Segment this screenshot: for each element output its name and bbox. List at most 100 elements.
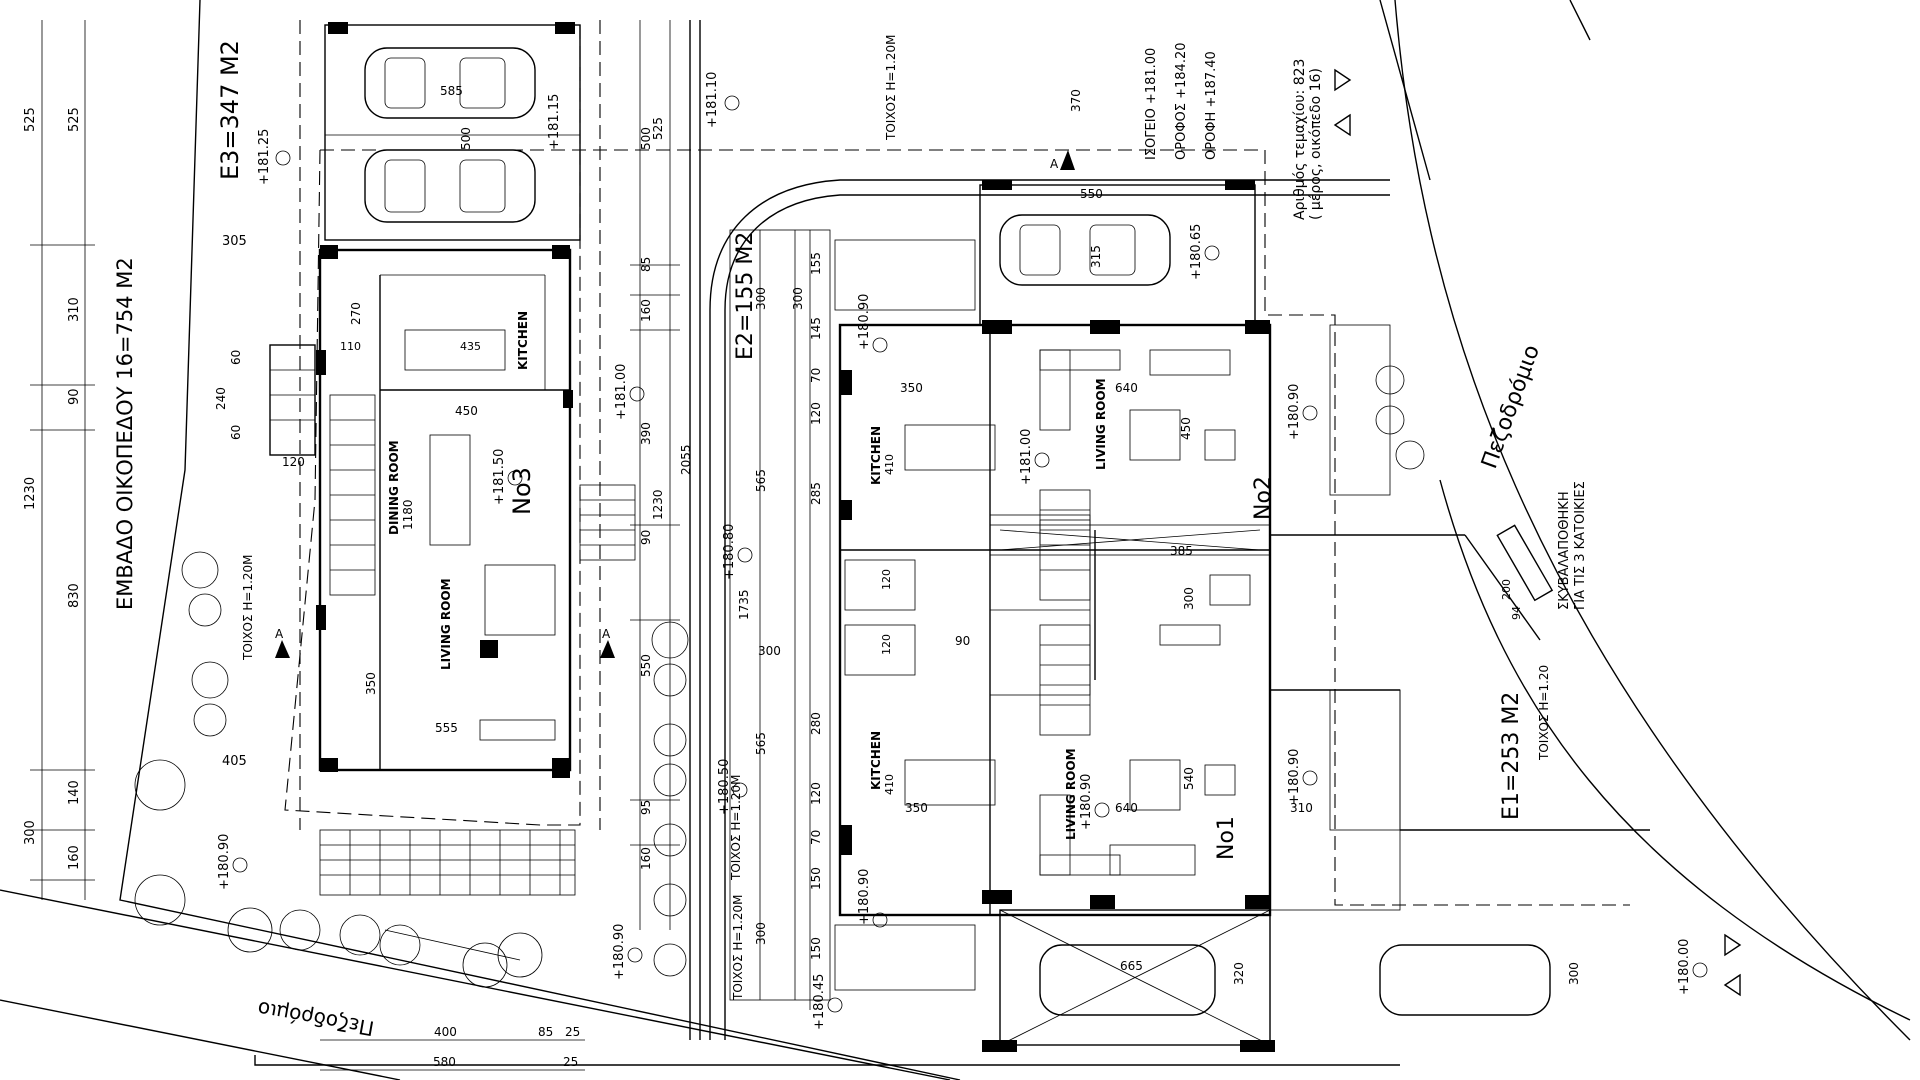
dim-400-bottom: 400 <box>434 1025 457 1039</box>
dim-300-e2b: 300 <box>754 287 768 310</box>
dim-70-low: 70 <box>809 830 823 845</box>
dim-240: 240 <box>214 387 228 410</box>
unit1-living-room-label: LIVING ROOM <box>1064 748 1078 840</box>
dim-120-bath1: 120 <box>880 569 893 590</box>
unit1-number: No1 <box>1214 816 1239 860</box>
dim-500: 500 <box>459 127 473 150</box>
dim-525-mid: 525 <box>651 117 665 140</box>
elev-bottom-garden: +180.90 <box>612 924 627 980</box>
plot-area-label: ΕΜΒΑΔΟ ΟΙΚΟΠΕΔΟΥ 16=754 M2 <box>113 257 137 610</box>
bottom-dimensions: 400 85 25 580 25 <box>433 1025 580 1069</box>
dim-550-garage: 550 <box>1080 187 1103 201</box>
dim-60-top: 60 <box>229 350 243 365</box>
unit1-kitchen-label: KITCHEN <box>869 731 883 790</box>
section-a-left: A <box>275 627 284 641</box>
e2-wall-label: ΤΟΙΧΟΣ Η=1.20M <box>731 894 745 1001</box>
elev-entry: +180.45 <box>812 974 827 1030</box>
unit3-kitchen-label: KITCHEN <box>516 311 530 370</box>
dim-25-bottom: 25 <box>565 1025 580 1039</box>
dim-830: 830 <box>67 583 82 608</box>
parcel-number-label: Αριθμός τεμαχίου: 823 <box>1292 59 1308 220</box>
elev-e3: +181.25 <box>257 129 272 185</box>
dim-120: 120 <box>282 455 305 469</box>
dim-350: 350 <box>364 672 378 695</box>
e2-wall-label-2: ΤΟΙΧΟΣ Η=1.20M <box>729 774 743 881</box>
elev-u3-dining: +181.00 <box>614 364 629 420</box>
dim-90-bath: 90 <box>955 634 970 648</box>
bin-label-1: ΣΚΥΒΑΛΑΠΟΘΗΚΗ <box>1557 491 1572 610</box>
elev-parking: +181.15 <box>547 94 562 150</box>
e2-landscape-strip: E2=155 M2 300 300 565 1735 300 565 300 Τ… <box>729 229 831 1001</box>
dim-585: 585 <box>440 84 463 98</box>
dim-640-u2: 640 <box>1115 381 1138 395</box>
dim-525-inner: 525 <box>67 107 82 132</box>
dim-410-u2: 410 <box>883 454 896 475</box>
elevation-markers: +181.25 +181.15 +181.10 +180.65 +180.90 … <box>217 72 1708 1030</box>
elev-e2-top: +180.90 <box>857 294 872 350</box>
left-dimension-chain: 525 525 310 90 1230 830 140 300 160 <box>23 20 95 900</box>
elev-u3-garden: +180.90 <box>217 834 232 890</box>
dim-1230: 1230 <box>23 477 38 510</box>
elev-u3-living: +181.50 <box>492 449 507 505</box>
unit3-patio-hatch <box>319 829 576 896</box>
elev-garage: +180.65 <box>1189 224 1204 280</box>
section-a-right: A <box>602 627 611 641</box>
dim-110: 110 <box>340 340 361 353</box>
dim-280: 280 <box>809 712 823 735</box>
dim-435: 435 <box>460 340 481 353</box>
e1-zone: E1=253 M2 ΤΟΙΧΟΣ Η=1.20 310 200 94 ΣΚΥΒΑ… <box>1269 324 1650 911</box>
dim-145: 145 <box>809 317 823 340</box>
sidewalk-right-label: Πεζοδρόμιο <box>1477 342 1545 472</box>
dim-540-u1: 540 <box>1182 767 1196 790</box>
dim-1230-mid: 1230 <box>651 489 665 520</box>
car-2 <box>364 149 536 223</box>
dim-500-mid: 500 <box>639 127 653 150</box>
dim-200-bin: 200 <box>1500 579 1513 600</box>
unit2-living-room-label: LIVING ROOM <box>1094 378 1108 470</box>
unit3-staircase <box>329 394 376 596</box>
section-markers: A A A <box>275 150 1075 658</box>
dim-565b-e2: 565 <box>754 732 768 755</box>
dim-270: 270 <box>349 302 363 325</box>
elev-u2: +180.90 <box>1287 384 1302 440</box>
e2-area-label: E2=155 M2 <box>733 232 758 360</box>
dim-370: 370 <box>1069 89 1083 112</box>
dim-70-top: 70 <box>809 368 823 383</box>
dim-665-garage: 665 <box>1120 959 1143 973</box>
dim-300: 300 <box>23 820 38 845</box>
elev-road: +181.10 <box>705 72 720 128</box>
internal-road <box>284 20 1630 1040</box>
dim-640-u1: 640 <box>1115 801 1138 815</box>
dim-300-e2d: 300 <box>754 922 768 945</box>
unit2-kitchen-label: KITCHEN <box>869 426 883 485</box>
elev-e2-bottom: +180.90 <box>857 869 872 925</box>
level-ground: ΙΣΟΓΕΙΟ +181.00 <box>1144 48 1159 160</box>
dim-285: 285 <box>809 482 823 505</box>
dim-320-garage: 320 <box>1232 962 1246 985</box>
dim-525-outer: 525 <box>23 107 38 132</box>
dim-155: 155 <box>809 252 823 275</box>
wall-label-left: ΤΟΙΧΟΣ Η=1.20M <box>241 554 255 661</box>
dim-300-parking: 300 <box>1567 962 1581 985</box>
dim-2055-mid: 2055 <box>679 444 693 475</box>
trees <box>134 365 1425 988</box>
wall-label-top: ΤΟΙΧΟΣ Η=1.20M <box>884 34 898 141</box>
unit3-house: KITCHEN DINING ROOM LIVING ROOM No3 305 … <box>214 234 576 896</box>
dim-580-bottom: 580 <box>433 1055 456 1069</box>
dim-90: 90 <box>67 388 82 405</box>
dim-60-bottom: 60 <box>229 425 243 440</box>
dim-310-e1: 310 <box>1290 801 1313 815</box>
bin-label-2: ΓΙΑ ΤΙΣ 3 ΚΑΤΟΙΚΙΕΣ <box>1573 481 1588 610</box>
elev-u2-kitchen: +181.00 <box>1019 429 1034 485</box>
dim-150-bottom: 150 <box>809 937 823 960</box>
dim-160-mid: 160 <box>639 299 653 322</box>
dim-450-u2: 450 <box>1179 417 1193 440</box>
dim-550-mid: 550 <box>639 654 653 677</box>
elev-e2-low: +180.50 <box>717 759 732 815</box>
car-1 <box>364 47 536 119</box>
dim-565-e2: 565 <box>754 469 768 492</box>
dim-385-u2: 385 <box>1170 544 1193 558</box>
unit3-dining-room-label: DINING ROOM <box>387 440 401 535</box>
